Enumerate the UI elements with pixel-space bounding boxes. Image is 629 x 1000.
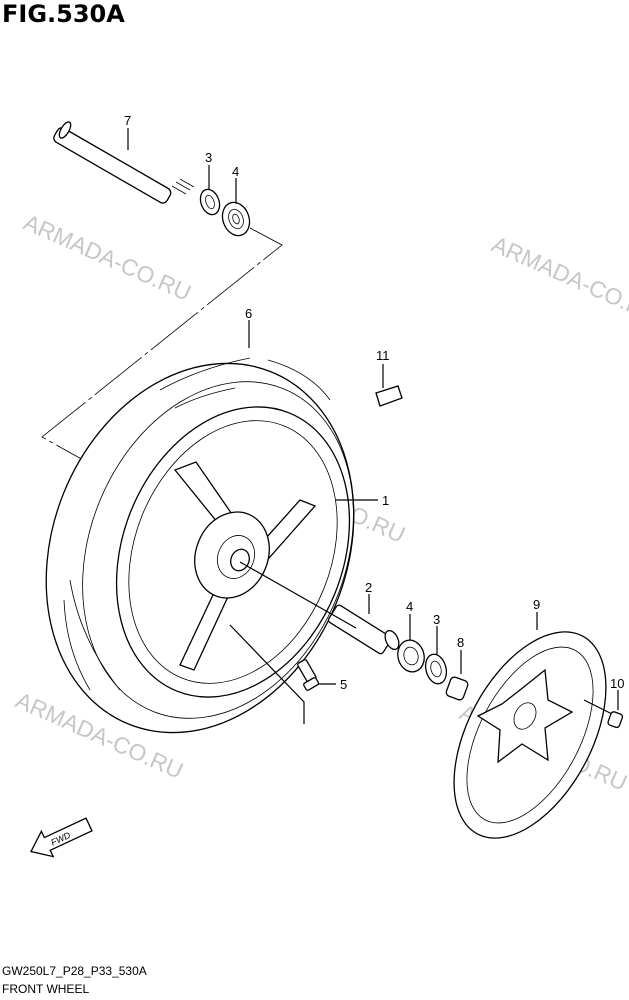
seal-right — [424, 653, 448, 685]
callout-3-right: 3 — [433, 612, 440, 627]
valve-stem — [297, 659, 320, 691]
watermark: ARMADA-CO.RU — [488, 231, 629, 328]
callout-4-right: 4 — [406, 599, 413, 614]
callout-6: 6 — [245, 306, 252, 321]
callout-7: 7 — [124, 113, 131, 128]
callout-11: 11 — [376, 348, 390, 363]
callout-10: 10 — [610, 676, 624, 691]
bearing-right — [397, 639, 425, 673]
figure-code: GW250L7_P28_P33_530A — [2, 964, 147, 978]
leader-lines — [127, 128, 619, 724]
wheel-rim — [115, 406, 351, 698]
balance-weight — [375, 385, 403, 407]
callout-8: 8 — [457, 635, 464, 650]
callout-2: 2 — [365, 580, 372, 595]
forward-arrow-badge: FWD — [30, 817, 93, 858]
figure-name: FRONT WHEEL — [2, 982, 89, 996]
callout-labels: 7 3 4 6 11 1 2 4 3 8 9 10 5 — [124, 113, 624, 692]
spacer — [327, 604, 400, 655]
watermark: ARMADA-CO.RU — [20, 209, 195, 306]
disc-bolt — [583, 699, 624, 729]
collar — [445, 676, 469, 701]
forward-arrow-icon — [30, 817, 93, 858]
callout-3: 3 — [205, 150, 212, 165]
callout-5: 5 — [340, 677, 347, 692]
callout-9: 9 — [533, 597, 540, 612]
callout-4: 4 — [232, 164, 239, 179]
figure-title: FIG.530A — [2, 0, 125, 28]
seal-left — [199, 188, 221, 216]
brake-disc — [453, 631, 607, 839]
callout-1: 1 — [382, 493, 389, 508]
bearing-left — [221, 201, 251, 237]
axle — [53, 121, 195, 204]
